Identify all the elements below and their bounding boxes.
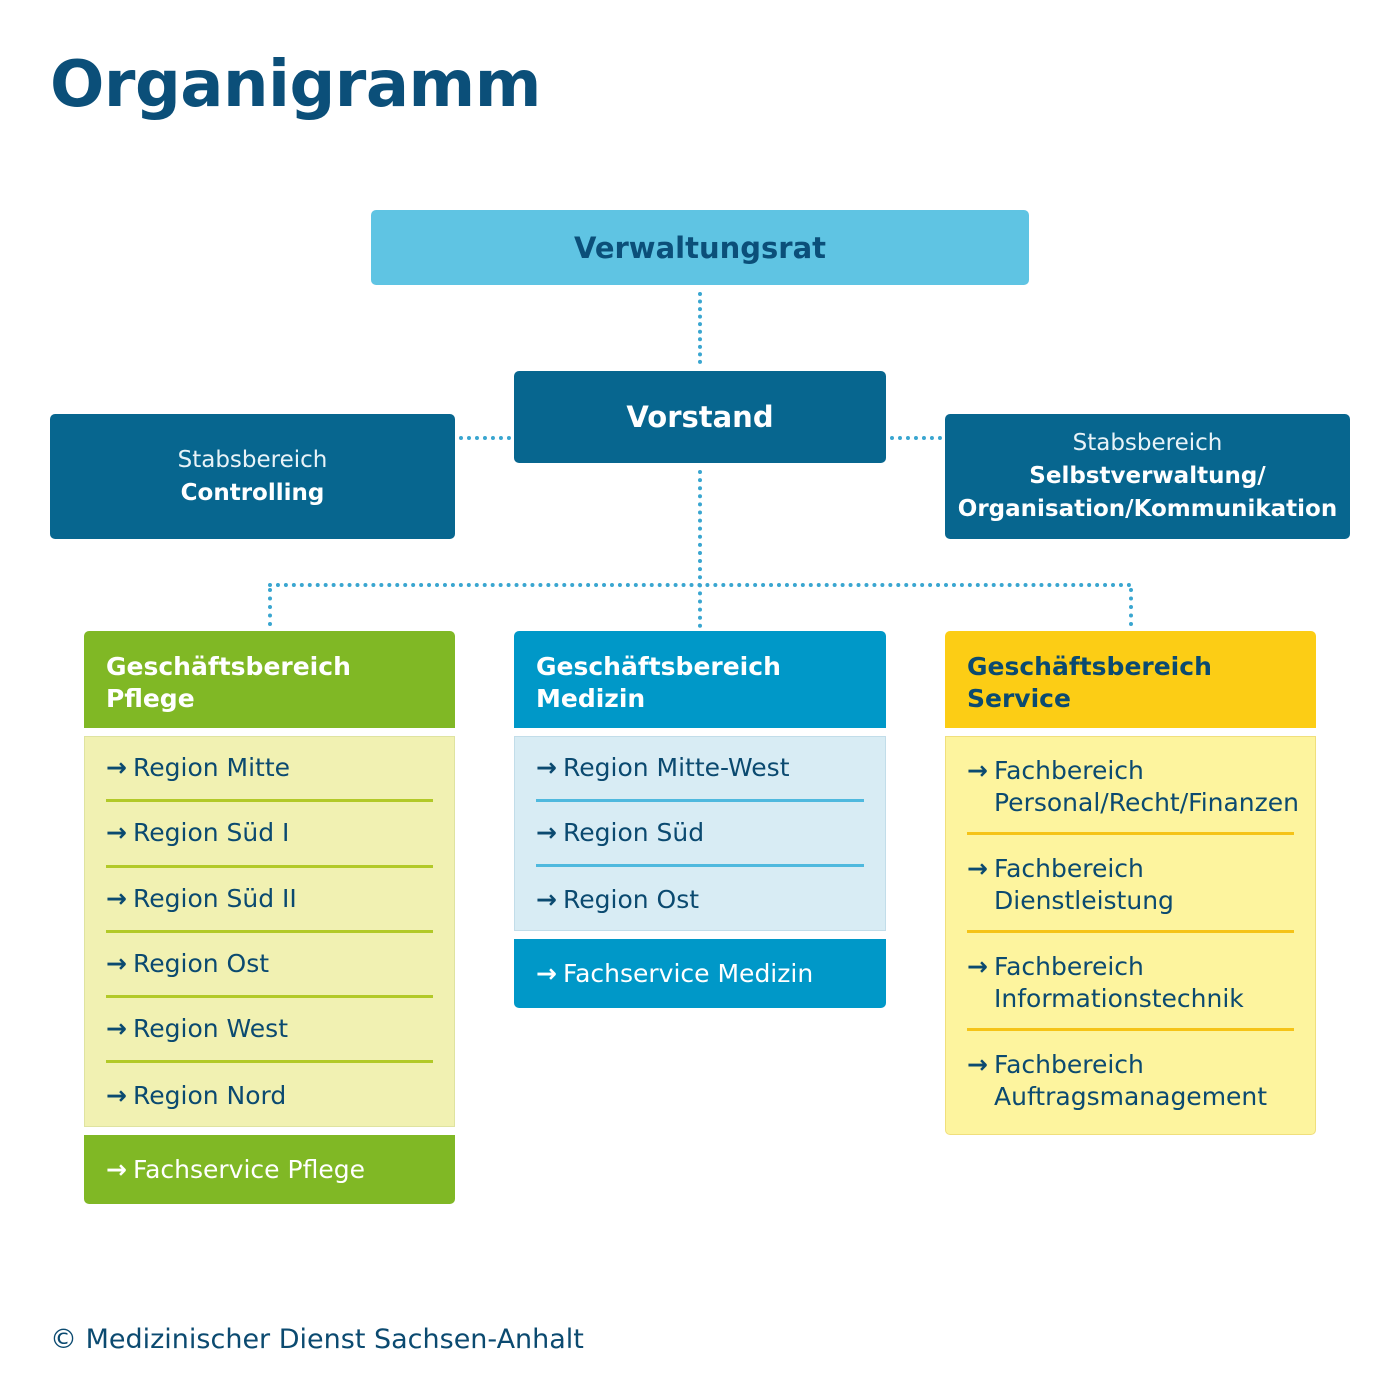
vorstand-box: Vorstand [514,371,886,463]
list-item: →Region Mitte-West [536,737,864,802]
list-item: →Region Süd I [106,802,433,868]
arrow-right-icon: → [967,1050,988,1079]
list-item: →Fachbereich Informationstechnik [967,933,1294,1031]
copyright-footer: © Medizinischer Dienst Sachsen-Anhalt [50,1324,584,1355]
arrow-right-icon: → [106,1155,127,1184]
geschaeftsbereich-pflege-header: Geschäftsbereich Pflege [84,631,455,728]
fachservice-label: Fachservice Pflege [133,1155,365,1184]
page-title: Organigramm [50,48,541,122]
list-item: →Region Ost [106,933,433,999]
arrow-right-icon: → [536,818,557,847]
verwaltungsrat-box: Verwaltungsrat [371,210,1029,285]
connector-to-service [1129,588,1133,626]
pflege-region-list: →Region Mitte →Region Süd I →Region Süd … [84,736,455,1127]
arrow-right-icon: → [967,756,988,785]
stabsbereich-controlling-box: Stabsbereich Controlling [50,414,455,539]
connector-vorstand-controlling [459,436,511,440]
connector-verwaltungsrat-vorstand [698,292,702,364]
division-title-line2: Service [967,684,1071,713]
list-item: →Region Süd [536,802,864,867]
connector-divisions-horizontal [268,583,1132,587]
division-title-line1: Geschäftsbereich [536,652,781,681]
division-title-line2: Pflege [106,684,195,713]
arrow-right-icon: → [106,949,127,979]
list-item: →Region Ost [536,884,700,914]
arrow-right-icon: → [967,854,988,883]
arrow-right-icon: → [106,1014,127,1044]
list-item: →Region West [106,998,433,1064]
fachservice-label: Fachservice Medizin [563,959,814,988]
list-item: →Region Süd II [106,868,433,933]
stabsbereich-controlling-name: Controlling [180,479,325,506]
arrow-right-icon: → [106,1081,127,1111]
division-title-line1: Geschäftsbereich [106,652,351,681]
medizin-region-list: →Region Mitte-West →Region Süd →Region O… [514,736,886,931]
connector-vorstand-selbstverwaltung [890,436,942,440]
verwaltungsrat-label: Verwaltungsrat [573,230,827,265]
connector-to-pflege [268,588,272,626]
division-title-line2: Medizin [536,684,646,713]
connector-vorstand-divisions [698,470,702,628]
stabsbereich-selbstverwaltung-box: Stabsbereich Selbstverwaltung/ Organisat… [945,414,1350,539]
list-item: →Region Nord [106,1081,287,1111]
geschaeftsbereich-service-header: Geschäftsbereich Service [945,631,1316,728]
list-item: →Fachbereich Personal/Recht/Finanzen [967,737,1299,835]
arrow-right-icon: → [536,959,557,988]
stabsbereich-selbstverwaltung-line2: Organisation/Kommunikation [957,496,1338,522]
fachservice-medizin-box: →Fachservice Medizin [514,939,886,1008]
geschaeftsbereich-medizin-header: Geschäftsbereich Medizin [514,631,886,728]
stabsbereich-selbstverwaltung-line1: Selbstverwaltung/ [1029,463,1266,489]
list-item: →Fachbereich Auftragsmanagement [967,1050,1268,1111]
arrow-right-icon: → [106,818,127,848]
division-title-line1: Geschäftsbereich [967,652,1212,681]
arrow-right-icon: → [106,753,127,783]
arrow-right-icon: → [106,883,127,913]
service-fachbereich-list: →Fachbereich Personal/Recht/Finanzen →Fa… [945,736,1316,1135]
vorstand-label: Vorstand [626,400,774,434]
arrow-right-icon: → [536,884,557,914]
list-item: →Region Mitte [106,737,433,803]
fachservice-pflege-box: →Fachservice Pflege [84,1135,455,1204]
arrow-right-icon: → [536,753,557,782]
arrow-right-icon: → [967,952,988,981]
list-item: →Fachbereich Dienstleistung [967,835,1294,933]
stabsbereich-prefix: Stabsbereich [1072,430,1223,456]
stabsbereich-prefix: Stabsbereich [177,446,328,473]
